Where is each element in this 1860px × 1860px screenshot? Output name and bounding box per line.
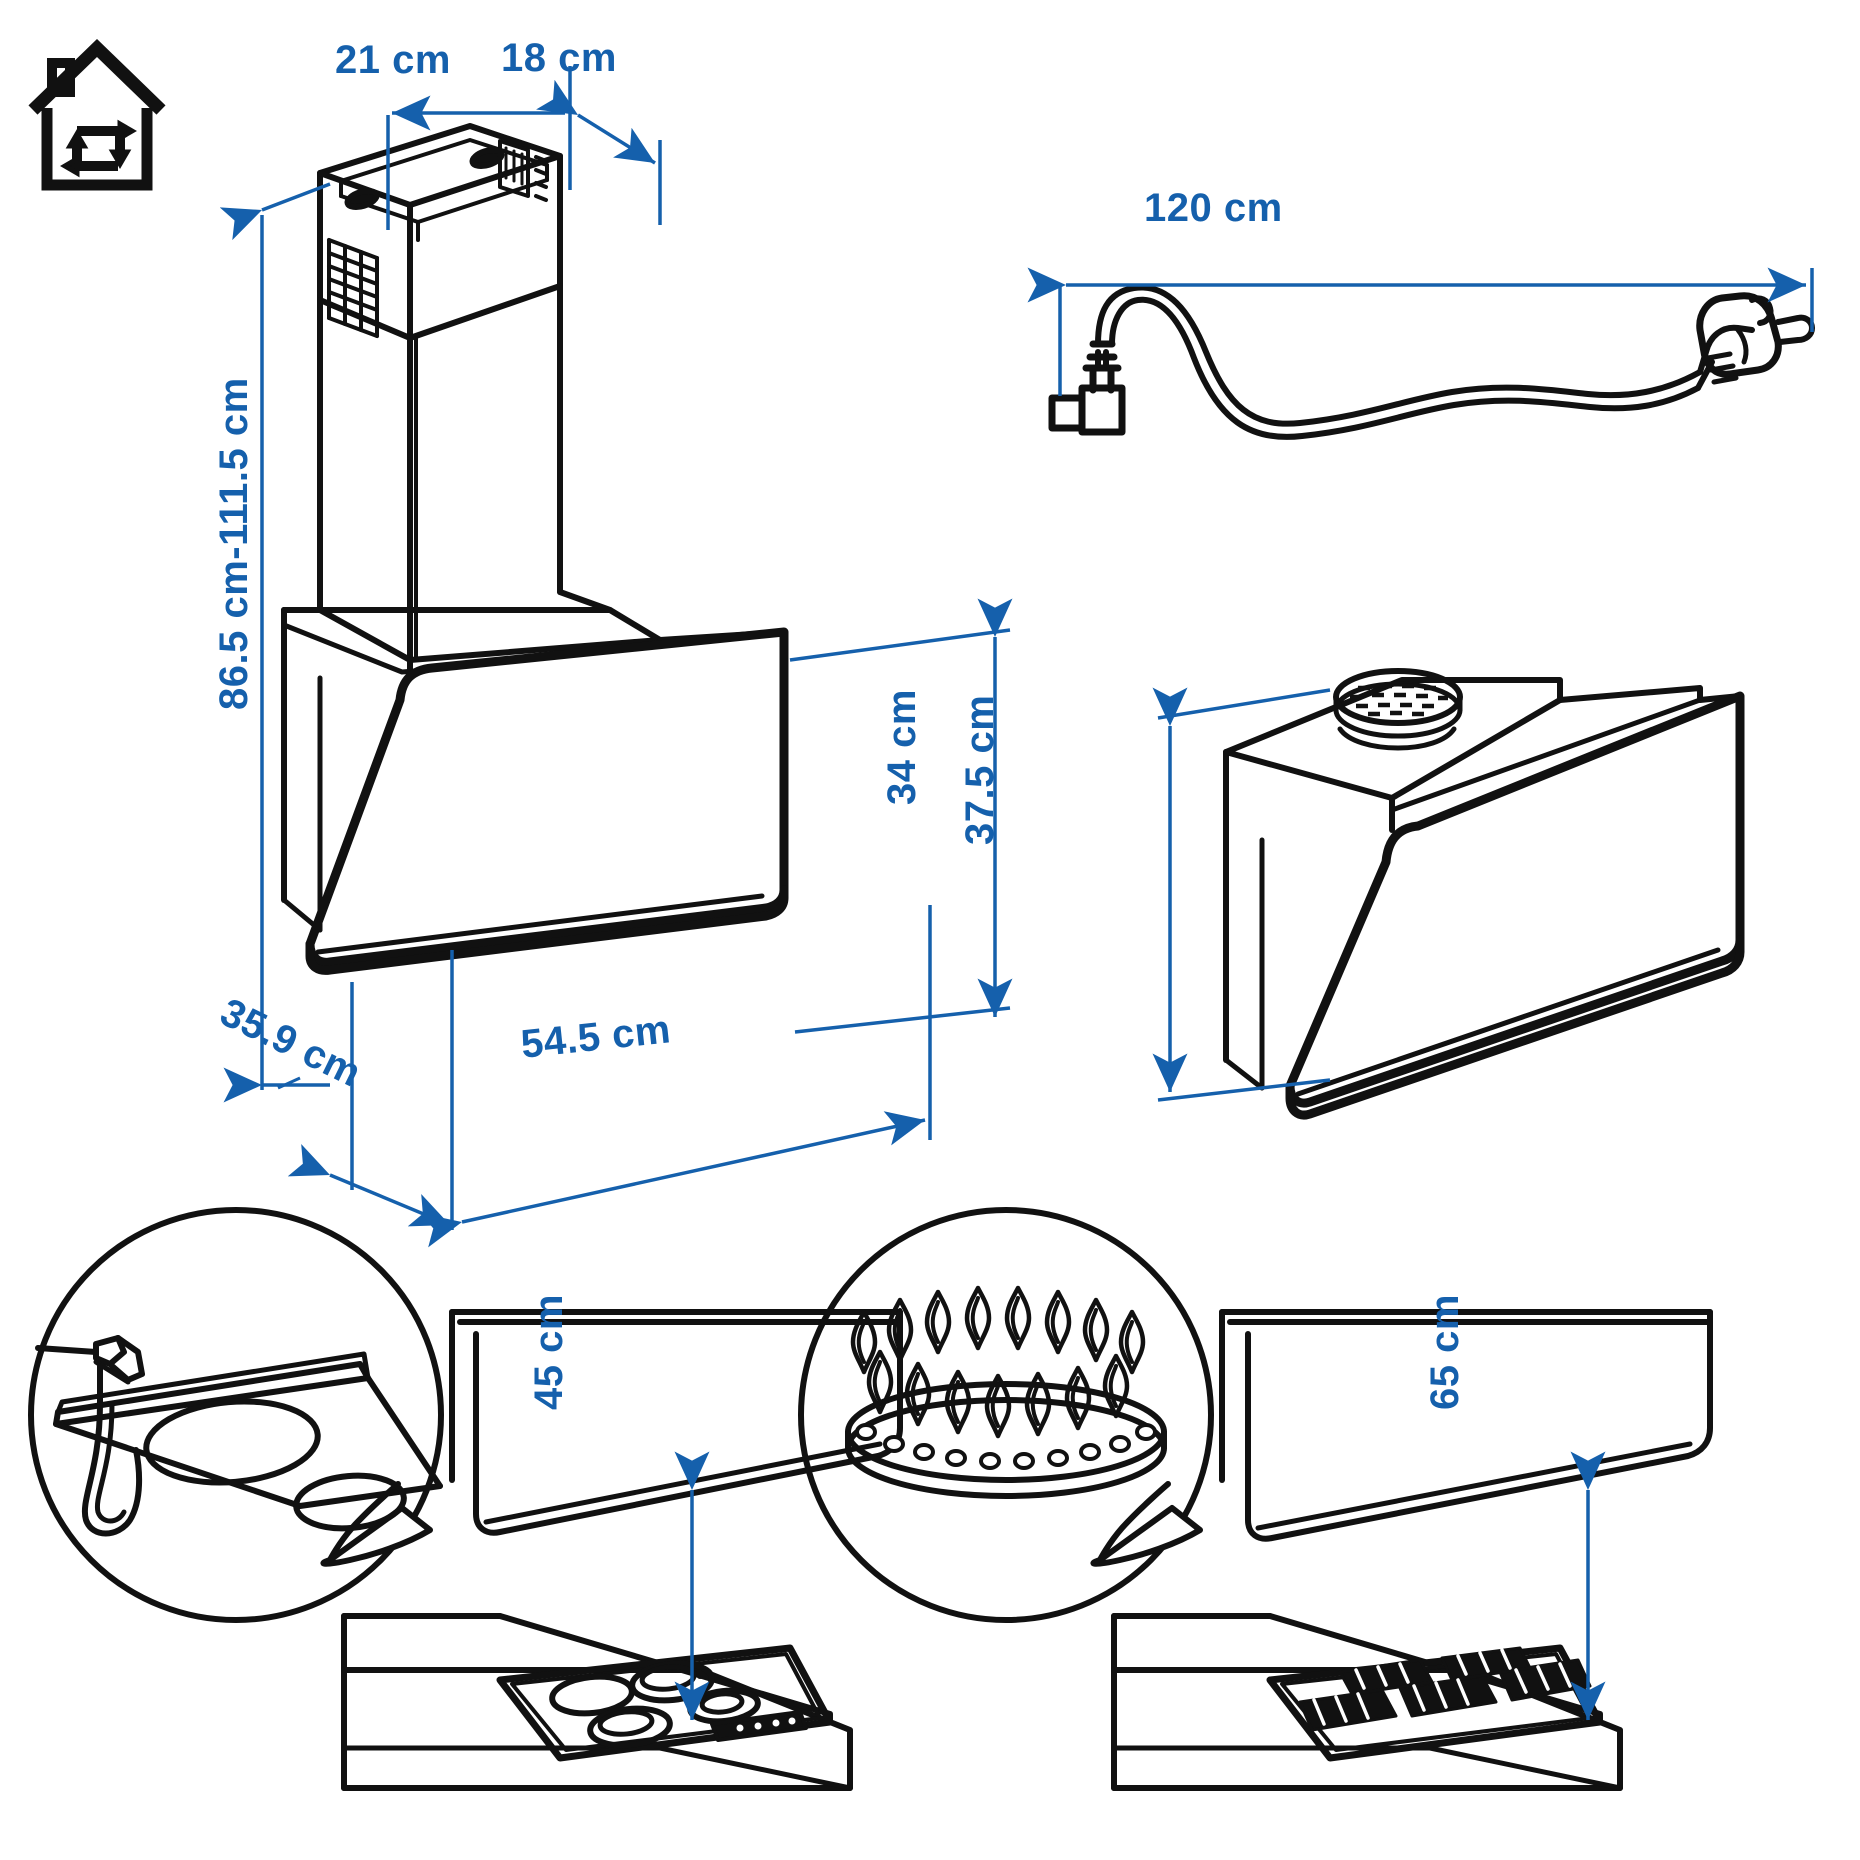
dimension-label-min-distance-electric: 45 cm (527, 1294, 571, 1410)
dimension-label-min-distance-gas: 65 cm (1423, 1294, 1467, 1410)
dimension-label-canopy-height: 34 cm (880, 689, 924, 805)
hood-body-dimension-line (1152, 687, 1331, 1102)
dimension-label-body-height: 37.5 cm (958, 694, 1002, 845)
clearance-electric-scene (28, 1207, 903, 1791)
dimension-label-cord-length: 120 cm (1144, 186, 1283, 230)
hood-body-drawing (1223, 668, 1745, 1120)
dimension-label-total-height: 86.5 cm-111.5 cm (212, 377, 256, 710)
house-recirculation-icon (28, 38, 166, 191)
main-hood-drawing (281, 123, 789, 975)
power-cord-dimension-line (1027, 267, 1814, 396)
dimension-label-chimney-depth: 18 cm (501, 36, 617, 80)
main-view-dimension-lines (219, 66, 1013, 1248)
power-cord-drawing (1048, 284, 1815, 440)
dimension-label-chimney-width: 21 cm (335, 38, 451, 82)
clearance-gas-scene (798, 1207, 1713, 1791)
